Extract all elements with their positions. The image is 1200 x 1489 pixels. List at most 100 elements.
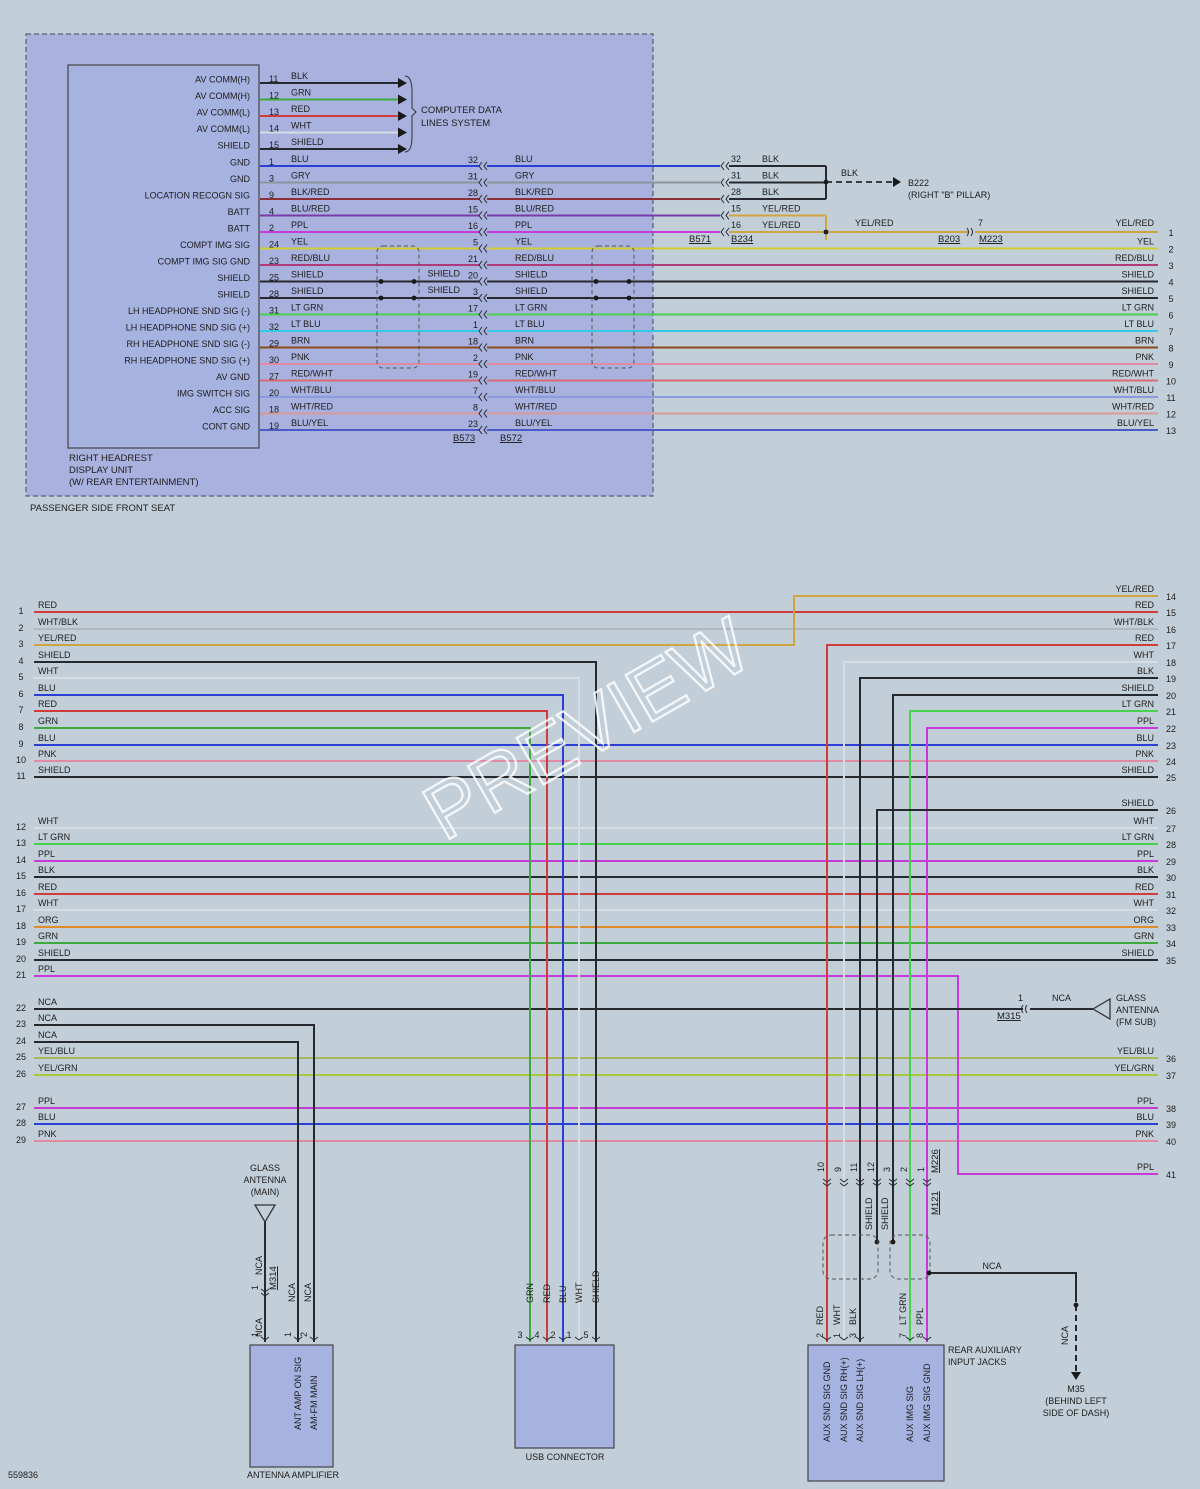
pin-label: ACC SIG — [213, 405, 250, 415]
ground-location: (RIGHT "B" PILLAR) — [908, 190, 990, 200]
b571-b234-connector-mark — [725, 161, 730, 171]
m226-connector-mark — [905, 1178, 915, 1183]
splice-dot — [1073, 1302, 1079, 1308]
pin-number: 16 — [468, 221, 478, 231]
wire-label: BRN — [1135, 336, 1154, 346]
wire-label: SHIELD — [1121, 286, 1154, 296]
pin-number: 4 — [269, 207, 274, 217]
row-number: 25 — [1166, 773, 1176, 783]
wire-label: PPL — [1137, 1096, 1154, 1106]
row-number: 2 — [1168, 245, 1173, 255]
row-number: 9 — [1168, 360, 1173, 370]
m226-connector-mark — [888, 1178, 898, 1183]
pin-number: 23 — [468, 419, 478, 429]
pin-signal-label: AUX SND SIG RH(+) — [839, 1357, 849, 1442]
wire-label: SHIELD — [1121, 948, 1154, 958]
ground-id: M35 — [1067, 1384, 1085, 1394]
pin-number: 8 — [473, 403, 478, 413]
pin-number: 3 — [517, 1330, 522, 1340]
wire-label: NCA — [1052, 993, 1071, 1003]
glass-antenna-main-name: ANTENNA — [243, 1175, 286, 1185]
wire-label: SHIELD — [515, 270, 548, 280]
b573-b572-connector-mark — [478, 392, 483, 402]
b573-b572-connector-mark — [478, 343, 483, 352]
wire — [34, 710, 548, 1342]
wire-label: BLU — [1136, 733, 1154, 743]
ground-location: (BEHIND LEFT — [1045, 1396, 1107, 1406]
row-number: 18 — [1166, 658, 1176, 668]
b573-b572-connector-mark — [483, 326, 488, 336]
row-number: 12 — [1166, 410, 1176, 420]
wire-label: WHT — [291, 121, 312, 131]
pin-number: 17 — [468, 304, 478, 314]
pin-label: SHIELD — [217, 290, 250, 300]
b571-b234-connector-mark — [725, 227, 730, 237]
unit-name: (W/ REAR ENTERTAINMENT) — [69, 477, 198, 488]
wire-label: PPL — [515, 220, 532, 230]
diagram-id: 559836 — [8, 1470, 38, 1480]
rear-aux-mark — [839, 1336, 849, 1341]
wire-label: NCA — [303, 1283, 313, 1302]
connector-id: B573 — [453, 433, 475, 444]
wire-label: BLK — [38, 865, 55, 875]
region-label: PASSENGER SIDE FRONT SEAT — [30, 503, 175, 514]
m226-connector-mark — [839, 1182, 849, 1187]
pin-number: 1 — [283, 1332, 293, 1337]
wire-label: PPL — [1137, 716, 1154, 726]
twisted-pair-mark — [889, 1234, 931, 1280]
wire-label: ORG — [1133, 915, 1154, 925]
wire-label: YEL — [291, 237, 308, 247]
pin-label: RH HEADPHONE SND SIG (+) — [124, 356, 250, 366]
pin-number: 11 — [269, 74, 278, 84]
wire-label: PPL — [291, 220, 308, 230]
pin-number: 2 — [299, 1332, 309, 1337]
m226-connector-mark — [855, 1178, 865, 1183]
b573-b572-connector-mark — [478, 277, 483, 286]
pin-number: 25 — [269, 273, 279, 283]
row-number: 23 — [16, 1019, 26, 1029]
b573-b572-connector-mark — [483, 277, 488, 286]
usb-connector-mark — [574, 1336, 584, 1341]
rear-aux-mark — [922, 1336, 932, 1341]
wire — [34, 677, 580, 1342]
m315-connector-mark — [1021, 1004, 1028, 1014]
b571-b234-connector-mark — [720, 178, 725, 187]
row-number: 28 — [16, 1118, 26, 1128]
row-number: 7 — [18, 705, 23, 715]
b573-b572-connector-mark — [478, 244, 483, 253]
wire-label: RED — [38, 600, 58, 610]
pin-number: 21 — [468, 254, 478, 264]
b571-b234-connector-mark — [725, 211, 730, 220]
wire-label: SHIELD — [1121, 270, 1154, 280]
rear-aux-name: REAR AUXILIARY — [948, 1345, 1022, 1355]
b573-b572-connector-mark — [483, 227, 488, 237]
wire — [34, 1041, 299, 1342]
splice-dot — [926, 1270, 932, 1276]
row-number: 11 — [16, 771, 25, 781]
pin-number: 7 — [898, 1333, 908, 1338]
pin-number: 10 — [816, 1162, 826, 1172]
row-number: 1 — [1168, 228, 1173, 238]
pin-number: 4 — [534, 1330, 539, 1340]
row-number: 1 — [18, 606, 23, 616]
wire-label: SHIELD — [427, 285, 460, 295]
wire-label: BLK — [848, 1308, 858, 1325]
row-number: 8 — [1168, 344, 1173, 354]
wire-label: LT GRN — [1122, 832, 1154, 842]
row-number: 26 — [1166, 806, 1176, 816]
shield-dot — [411, 295, 417, 301]
pin-number: 2 — [550, 1330, 555, 1340]
wire-label: RED — [542, 1283, 552, 1303]
pin-number: 1 — [566, 1330, 571, 1340]
wire-label: WHT/BLK — [1114, 617, 1154, 627]
glass-antenna-fm-icon — [1091, 997, 1111, 1021]
wire-label: GRN — [291, 88, 311, 98]
b203-m223-connector-mark — [966, 227, 973, 237]
wire-label: PPL — [915, 1308, 925, 1325]
wire-label: WHT/BLU — [1114, 385, 1155, 395]
b571-b234-connector-mark — [725, 178, 730, 187]
wire-label: BLK — [291, 71, 308, 81]
wire-label: SHIELD — [427, 269, 460, 279]
wire-label: NCA — [254, 1256, 264, 1275]
row-number: 27 — [16, 1102, 26, 1112]
